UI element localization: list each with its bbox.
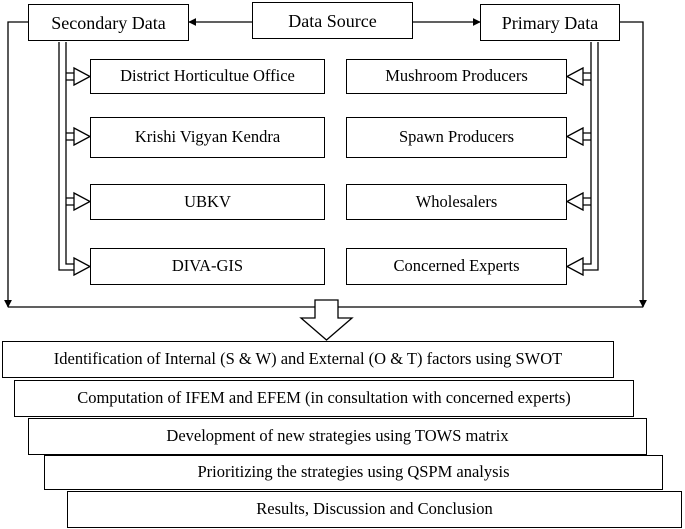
primary-data-box: Primary Data xyxy=(480,4,620,41)
process-step: Identification of Internal (S & W) and E… xyxy=(2,341,614,378)
primary-double-bracket xyxy=(583,42,599,271)
secondary-outer-line xyxy=(4,21,28,308)
process-step: Results, Discussion and Conclusion xyxy=(67,491,682,528)
primary-source-item: Wholesalers xyxy=(346,184,567,220)
primary-outer-line xyxy=(620,21,647,308)
process-step: Prioritizing the strategies using QSPM a… xyxy=(44,455,663,490)
secondary-data-box: Secondary Data xyxy=(28,4,189,41)
secondary-source-item: DIVA-GIS xyxy=(90,248,325,285)
process-step: Computation of IFEM and EFEM (in consult… xyxy=(14,380,634,417)
secondary-source-item: District Horticultue Office xyxy=(90,59,325,94)
primary-source-item: Concerned Experts xyxy=(346,248,567,285)
data-source-box: Data Source xyxy=(252,2,413,39)
secondary-double-bracket xyxy=(58,42,74,271)
primary-source-item: Spawn Producers xyxy=(346,117,567,158)
secondary-source-item: Krishi Vigyan Kendra xyxy=(90,117,325,158)
merge-down-arrow xyxy=(299,299,354,341)
primary-arrowheads xyxy=(565,66,584,277)
primary-source-item: Mushroom Producers xyxy=(346,59,567,94)
process-step: Development of new strategies using TOWS… xyxy=(28,418,647,455)
secondary-source-item: UBKV xyxy=(90,184,325,220)
secondary-arrowheads xyxy=(73,66,92,277)
